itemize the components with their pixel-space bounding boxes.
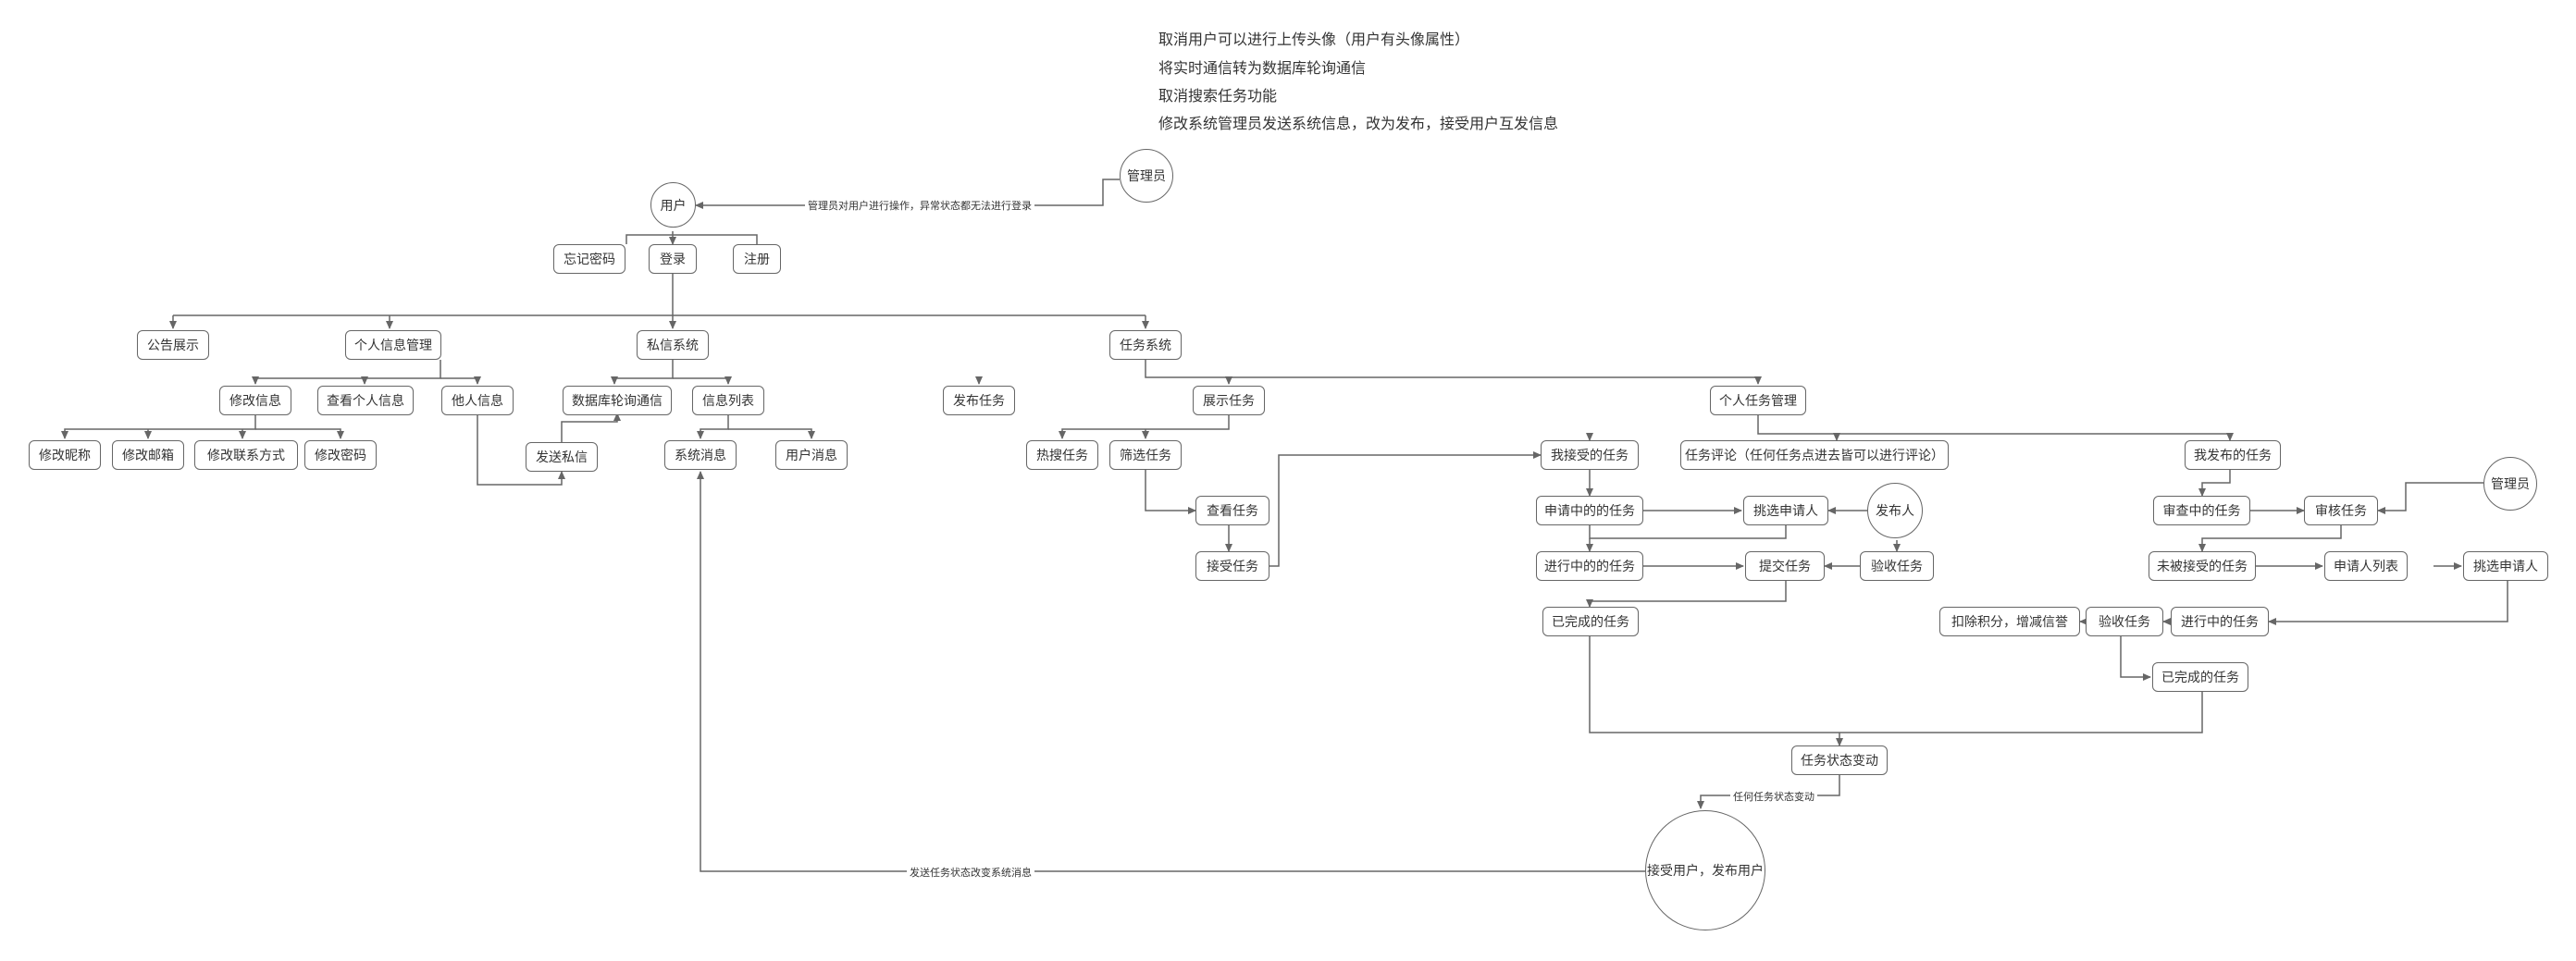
node-login[interactable]: 登录 bbox=[649, 244, 697, 274]
node-user-msg[interactable]: 用户消息 bbox=[775, 440, 848, 470]
edge-label-status-change: 任何任务状态变动 bbox=[1730, 789, 1817, 804]
node-accept-check[interactable]: 验收任务 bbox=[1860, 551, 1934, 581]
node-edit-info[interactable]: 修改信息 bbox=[219, 386, 291, 415]
node-publish-task[interactable]: 发布任务 bbox=[943, 386, 1015, 415]
node-others-info[interactable]: 他人信息 bbox=[441, 386, 514, 415]
node-db-polling[interactable]: 数据库轮询通信 bbox=[563, 386, 672, 415]
actor-publisher[interactable]: 发布人 bbox=[1867, 483, 1923, 538]
edge-label-admin-user: 管理员对用户进行操作，异常状态都无法进行登录 bbox=[805, 198, 1034, 213]
node-accept-task[interactable]: 接受任务 bbox=[1195, 551, 1269, 581]
actor-admin-right[interactable]: 管理员 bbox=[2483, 457, 2537, 511]
node-completed-published[interactable]: 已完成的任务 bbox=[2152, 662, 2248, 692]
node-deduct-points[interactable]: 扣除积分，增减信誉 bbox=[1939, 607, 2080, 636]
node-applying[interactable]: 申请中的的任务 bbox=[1536, 496, 1643, 525]
node-my-accepted[interactable]: 我接受的任务 bbox=[1541, 440, 1639, 470]
note-4: 修改系统管理员发送系统信息，改为发布，接受用户互发信息 bbox=[1158, 115, 1559, 132]
node-pick-applicant-right[interactable]: 挑选申请人 bbox=[2463, 551, 2548, 581]
node-completed-accepted[interactable]: 已完成的任务 bbox=[1542, 607, 1639, 636]
actor-admin-top[interactable]: 管理员 bbox=[1120, 149, 1173, 203]
node-send-private-msg[interactable]: 发送私信 bbox=[526, 442, 598, 472]
node-in-progress-published[interactable]: 进行中的任务 bbox=[2171, 607, 2269, 636]
node-reviewing[interactable]: 审查中的任务 bbox=[2153, 496, 2250, 525]
node-announcement[interactable]: 公告展示 bbox=[137, 330, 209, 360]
node-edit-contact[interactable]: 修改联系方式 bbox=[194, 440, 298, 470]
node-applicant-list[interactable]: 申请人列表 bbox=[2324, 551, 2408, 581]
note-3: 取消搜索任务功能 bbox=[1158, 87, 1278, 105]
node-edit-email[interactable]: 修改邮箱 bbox=[112, 440, 184, 470]
node-task-comment[interactable]: 任务评论（任何任务点进去皆可以进行评论） bbox=[1680, 440, 1949, 470]
actor-user[interactable]: 用户 bbox=[650, 182, 696, 228]
node-pick-applicant[interactable]: 挑选申请人 bbox=[1743, 496, 1828, 525]
node-filter-tasks[interactable]: 筛选任务 bbox=[1109, 440, 1182, 470]
node-register[interactable]: 注册 bbox=[733, 244, 781, 274]
note-2: 将实时通信转为数据库轮询通信 bbox=[1158, 59, 1367, 77]
node-audit-task[interactable]: 审核任务 bbox=[2304, 496, 2378, 525]
note-1: 取消用户可以进行上传头像（用户有头像属性） bbox=[1158, 31, 1470, 48]
edge-label-send-system-msg: 发送任务状态改变系统消息 bbox=[907, 865, 1034, 880]
node-view-personal-info[interactable]: 查看个人信息 bbox=[317, 386, 414, 415]
node-edit-nickname[interactable]: 修改昵称 bbox=[29, 440, 101, 470]
node-not-accepted[interactable]: 未被接受的任务 bbox=[2149, 551, 2256, 581]
actor-receiver-publisher[interactable]: 接受用户，发布用户 bbox=[1645, 810, 1765, 930]
node-personal-task-mgmt[interactable]: 个人任务管理 bbox=[1710, 386, 1806, 415]
node-my-published[interactable]: 我发布的任务 bbox=[2185, 440, 2281, 470]
node-task-status-change[interactable]: 任务状态变动 bbox=[1791, 745, 1888, 775]
node-msg-list[interactable]: 信息列表 bbox=[692, 386, 764, 415]
node-accept-check-right[interactable]: 验收任务 bbox=[2086, 607, 2163, 636]
node-forgot-password[interactable]: 忘记密码 bbox=[553, 244, 625, 274]
node-show-tasks[interactable]: 展示任务 bbox=[1193, 386, 1265, 415]
node-edit-password[interactable]: 修改密码 bbox=[304, 440, 377, 470]
node-hot-tasks[interactable]: 热搜任务 bbox=[1026, 440, 1098, 470]
node-personal-info-mgmt[interactable]: 个人信息管理 bbox=[345, 330, 441, 360]
node-in-progress-accepted[interactable]: 进行中的的任务 bbox=[1536, 551, 1643, 581]
edge-forgot-login bbox=[625, 234, 758, 244]
node-submit-task[interactable]: 提交任务 bbox=[1745, 551, 1825, 581]
node-system-msg[interactable]: 系统消息 bbox=[664, 440, 737, 470]
node-view-task[interactable]: 查看任务 bbox=[1195, 496, 1269, 525]
node-task-system[interactable]: 任务系统 bbox=[1109, 330, 1182, 360]
node-private-msg-system[interactable]: 私信系统 bbox=[637, 330, 709, 360]
